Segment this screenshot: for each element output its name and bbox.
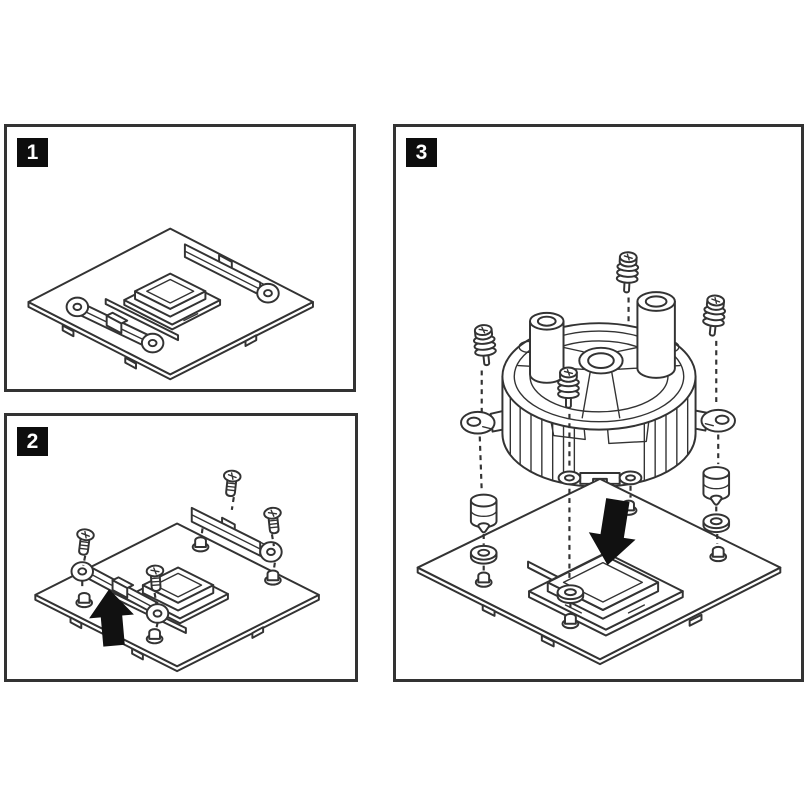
step-3-illustration bbox=[416, 250, 782, 666]
dashed-guide-line bbox=[81, 496, 276, 628]
step-number-1: 1 bbox=[26, 140, 39, 164]
standoff-icon bbox=[469, 493, 498, 534]
dashed-guide-line bbox=[478, 340, 720, 492]
down-arrow-icon bbox=[588, 498, 636, 566]
board-tab bbox=[131, 647, 144, 661]
step-2-illustration bbox=[34, 468, 320, 673]
screw-icon bbox=[73, 527, 96, 557]
nut-icon bbox=[191, 536, 210, 553]
retention-bracket-bottom-icon bbox=[65, 296, 165, 354]
nut-icon bbox=[264, 569, 282, 586]
nut-icon bbox=[709, 545, 728, 563]
retention-bracket-top-icon bbox=[183, 243, 280, 304]
step-1-illustration bbox=[27, 227, 314, 381]
board-tab bbox=[61, 324, 75, 338]
up-arrow-icon bbox=[89, 589, 134, 647]
standoff-icon bbox=[702, 466, 731, 506]
dashed-guide-line bbox=[482, 485, 719, 611]
step-panel-1: 1 bbox=[4, 124, 356, 392]
step-badge-3: 3 bbox=[406, 138, 437, 167]
washer-icon bbox=[556, 584, 585, 605]
spring-screw-icon bbox=[615, 250, 640, 294]
cpu-socket-icon bbox=[527, 551, 684, 637]
step-panel-2: 2 bbox=[4, 413, 358, 682]
cpu-socket-icon bbox=[104, 272, 222, 342]
nut-icon bbox=[474, 571, 493, 588]
board-tab bbox=[69, 616, 83, 630]
screw-icon bbox=[262, 506, 284, 536]
board-tab bbox=[481, 604, 496, 617]
step-panel-3: 3 bbox=[393, 124, 804, 682]
board-tab bbox=[688, 613, 703, 627]
screw-icon bbox=[220, 468, 243, 498]
nut-icon bbox=[145, 628, 164, 645]
nut-icon bbox=[561, 612, 580, 630]
washer-icon bbox=[702, 513, 731, 534]
board-tab bbox=[124, 356, 137, 370]
nut-icon bbox=[75, 591, 94, 609]
step-badge-2: 2 bbox=[17, 427, 48, 456]
step-badge-1: 1 bbox=[17, 138, 48, 167]
step-number-3: 3 bbox=[415, 140, 428, 164]
board-tab bbox=[251, 626, 265, 639]
spring-screw-icon bbox=[471, 323, 499, 368]
spring-screw-icon bbox=[700, 293, 728, 338]
step-number-2: 2 bbox=[26, 429, 39, 453]
retention-bracket-top-icon bbox=[190, 506, 283, 563]
board-tab bbox=[244, 334, 258, 347]
board-tab bbox=[540, 634, 555, 648]
washer-icon bbox=[469, 544, 498, 565]
pump-block-icon bbox=[501, 291, 697, 492]
retention-bracket-bottom-icon bbox=[70, 561, 170, 624]
tube-fitting-icon bbox=[529, 311, 565, 384]
tube-fitting-icon bbox=[636, 291, 676, 379]
